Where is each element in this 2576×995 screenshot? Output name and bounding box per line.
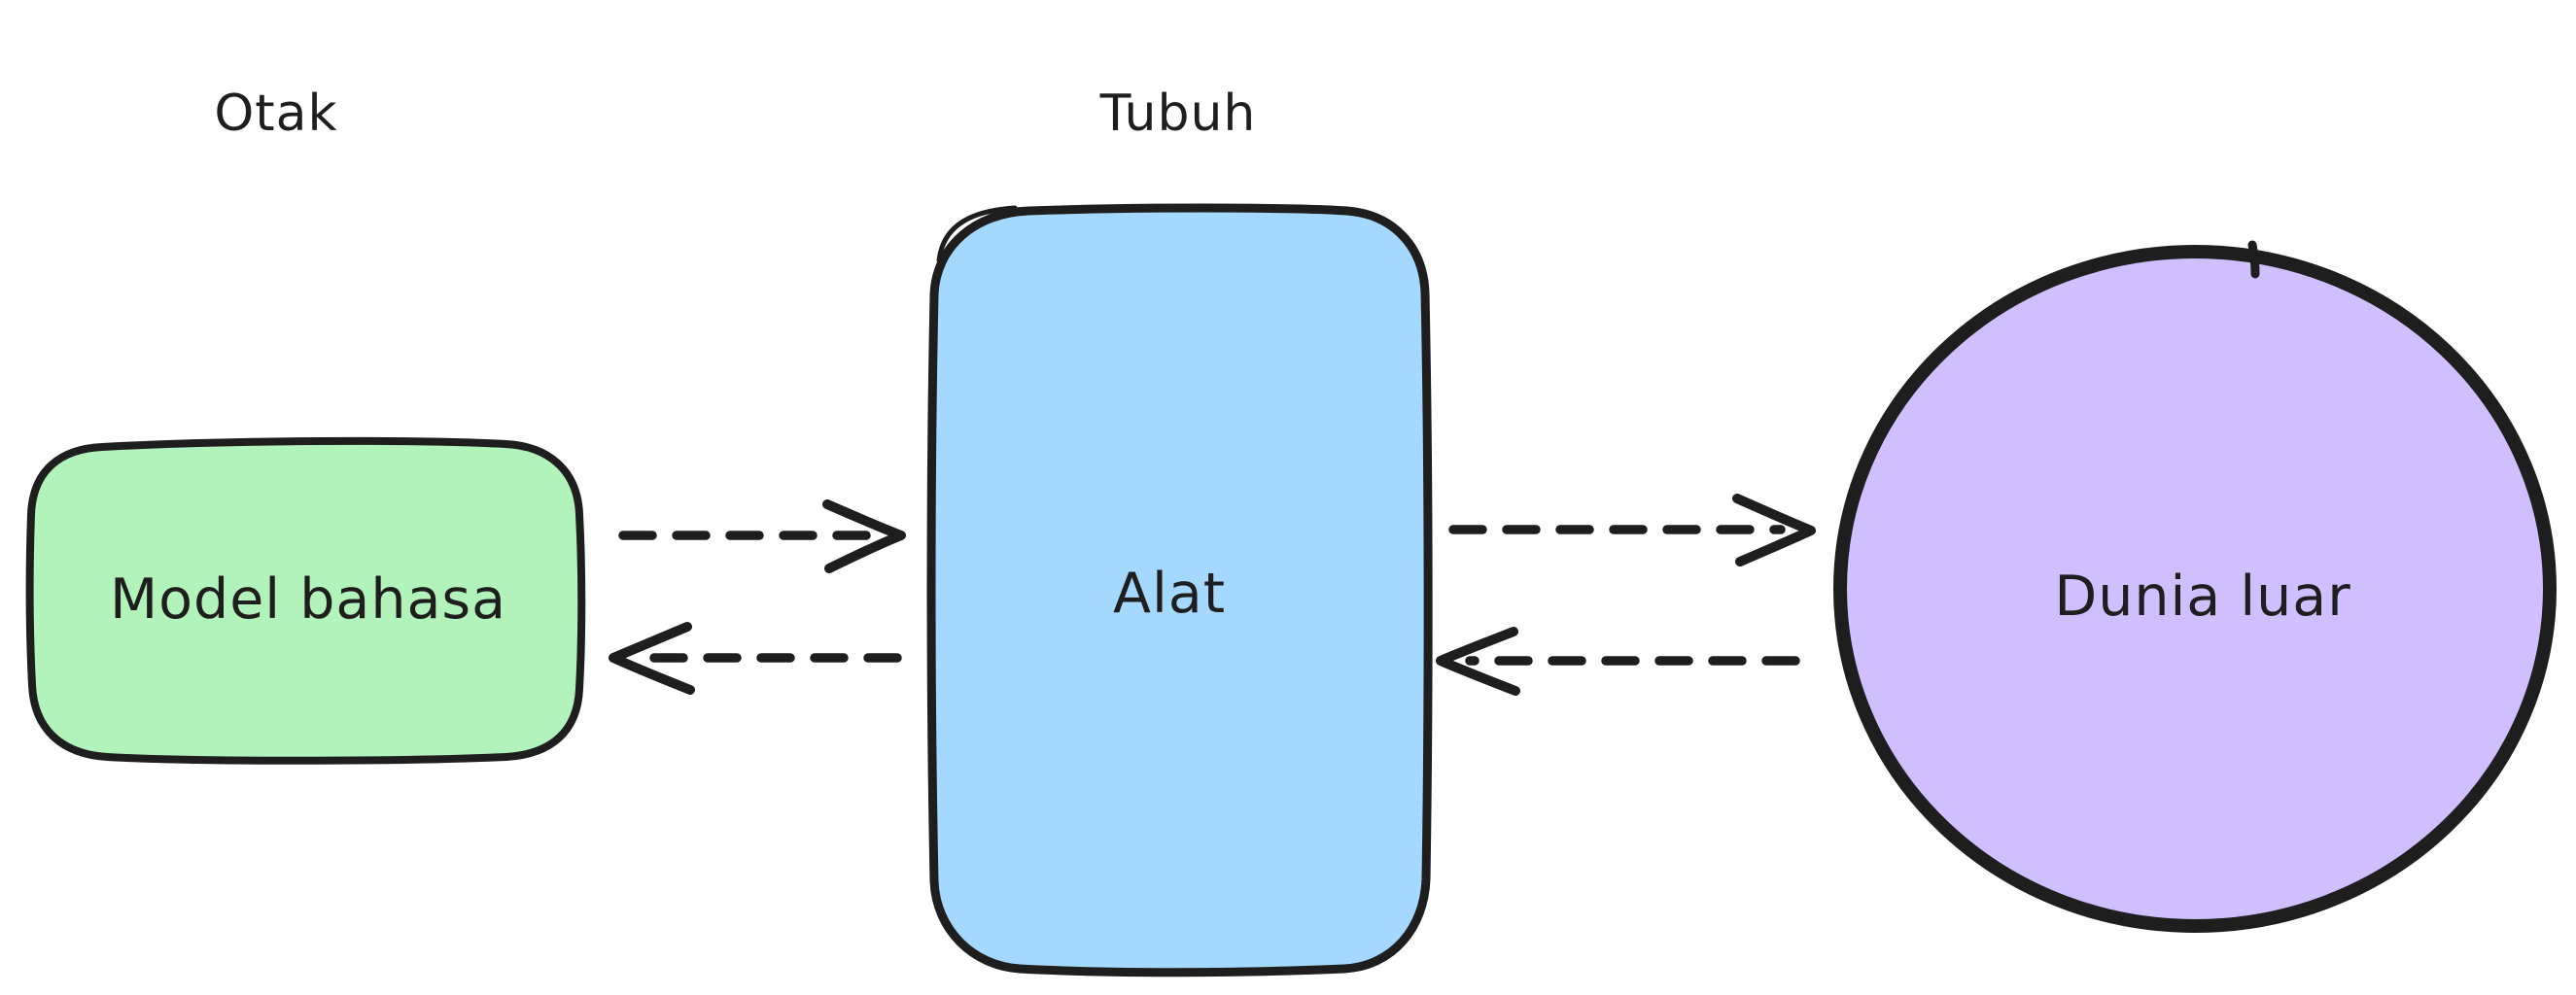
model-bahasa-label: Model bahasa xyxy=(109,567,507,632)
dunia-luar-shape-pen-tick xyxy=(2247,240,2260,279)
arrow-dunia-luar-to-alat xyxy=(1436,627,1800,696)
dunia-luar-label: Dunia luar xyxy=(2054,565,2351,629)
dunia-luar-shape xyxy=(1833,245,2557,933)
arrow-alat-to-model-bahasa xyxy=(609,622,902,695)
arrow-model-bahasa-to-alat xyxy=(618,499,906,573)
alat-shape xyxy=(926,203,1433,978)
model-bahasa-shape xyxy=(25,436,586,765)
alat-label: Alat xyxy=(1112,562,1227,626)
alat-shape-sketch-overlap xyxy=(936,205,1018,263)
arrow-alat-to-dunia-luar xyxy=(1448,494,1816,566)
alat-title: Tubuh xyxy=(1099,85,1257,143)
model-bahasa-title: Otak xyxy=(214,85,338,143)
